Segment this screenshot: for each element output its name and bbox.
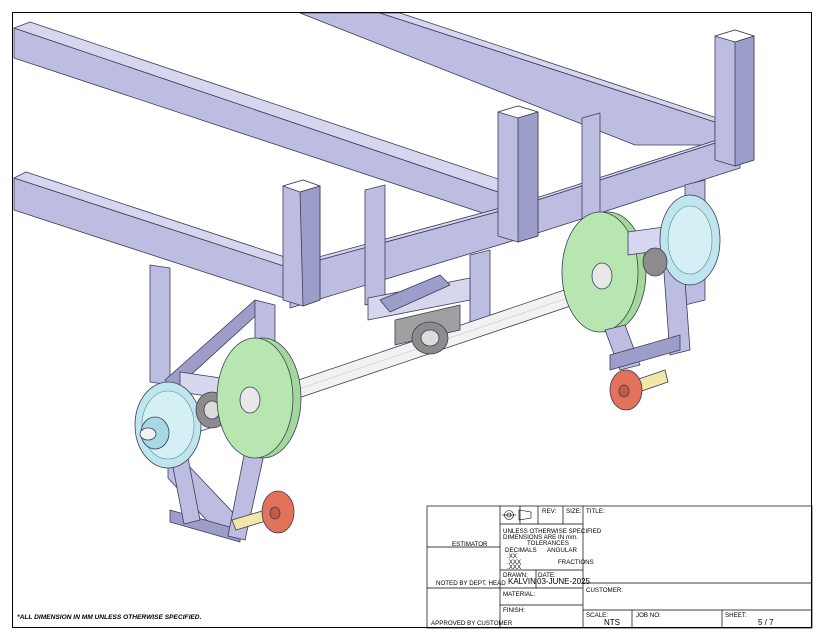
scale-label: SCALE: — [586, 612, 609, 619]
title-block — [426, 505, 813, 629]
left-sprocket — [134, 381, 202, 469]
date-label: DATE: — [538, 572, 556, 579]
post-back-right — [714, 29, 755, 167]
sheet-value: 5 / 7 — [758, 618, 774, 627]
angular-label: ANGULAR — [547, 547, 577, 554]
post-front-left — [282, 179, 321, 307]
right-roller — [609, 369, 669, 411]
right-sprocket — [642, 194, 721, 286]
tolerance-line-3: TOLERANCES — [527, 540, 569, 547]
size-label: SIZE: — [566, 508, 582, 515]
left-roller — [231, 490, 295, 534]
estimator-label: ESTIMATOR — [452, 541, 488, 548]
rev-label: REV: — [542, 508, 557, 515]
drawn-value: KALVIN — [508, 577, 536, 586]
approved-label: APPROVED BY CUSTOMER — [431, 620, 513, 627]
job-label: JOB NO: — [636, 612, 661, 619]
fractions-label: FRACTIONS — [558, 559, 594, 566]
decimal-xx: .XX — [507, 553, 517, 560]
noted-label: NOTED BY DEPT. HEAD — [436, 580, 506, 587]
title-label: TITLE: — [586, 508, 605, 515]
decimals-label: DECIMALS — [505, 547, 537, 554]
sheet-border — [12, 12, 812, 628]
sheet-label: SHEET: — [725, 612, 747, 619]
middle-hanger — [367, 249, 491, 336]
drawn-label: DRAWN: — [503, 572, 528, 579]
customer-label: CUSTOMER: — [586, 587, 624, 594]
post-middle — [497, 105, 539, 243]
decimal-xxxx: .XXX — [507, 564, 522, 571]
date-value: 03-JUNE-2025 — [537, 577, 590, 586]
projection-symbol-icon — [502, 509, 532, 521]
tolerance-line-2: DIMENSIONS ARE IN mm. — [503, 534, 578, 541]
scale-value: NTS — [604, 618, 620, 627]
footer-note: *ALL DIMENSION IN MM UNLESS OTHERWISE SP… — [17, 614, 202, 621]
tolerance-line-1: UNLESS OTHERWISE SPECIFIED — [503, 528, 602, 535]
material-label: MATERIAL: — [503, 591, 536, 598]
decimal-xxx: .XXX — [507, 559, 522, 566]
finish-label: FINISH: — [503, 607, 526, 614]
middle-bearing — [394, 304, 461, 355]
left-wheel — [216, 337, 302, 459]
right-wheel — [561, 211, 647, 333]
